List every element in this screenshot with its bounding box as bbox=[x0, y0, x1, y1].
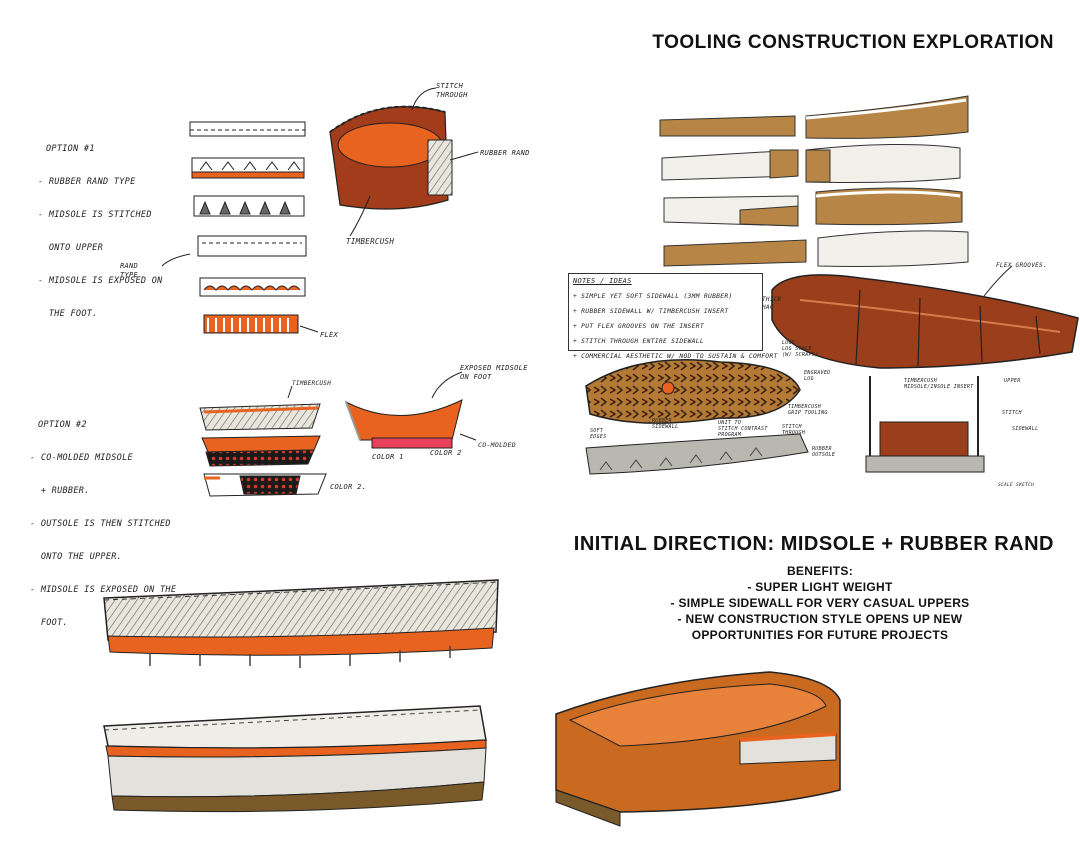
note-line: + RUBBER. bbox=[30, 486, 90, 496]
notes-box: NOTES / IDEAS + SIMPLE YET SOFT SIDEWALL… bbox=[568, 273, 777, 360]
page-title: TOOLING CONSTRUCTION EXPLORATION bbox=[652, 32, 1054, 53]
label-thick: THICK HAC bbox=[762, 296, 782, 311]
label-stitch-through: STITCH THROUGH bbox=[782, 424, 806, 436]
benefit-item: OPPORTUNITIES FOR FUTURE PROJECTS bbox=[691, 628, 949, 642]
label-sidewall: SIDEWALL bbox=[1012, 426, 1039, 432]
note-line: - MIDSOLE IS EXPOSED ON bbox=[38, 276, 163, 286]
rubber-rand-form bbox=[329, 105, 453, 210]
label-color1: COLOR 1 bbox=[372, 453, 404, 461]
option2-title: OPTION #2 bbox=[38, 420, 87, 430]
flex-groove-outsole bbox=[771, 274, 1079, 369]
rendering-3d bbox=[555, 671, 841, 827]
label-flex: FLEX bbox=[320, 331, 339, 339]
benefit-item: - SUPER LIGHT WEIGHT bbox=[747, 580, 893, 594]
label-color2-b: COLOR 2. bbox=[330, 483, 367, 491]
label-stitch: STITCH THROUGH bbox=[436, 82, 468, 99]
label-rubber-outsole: RUBBER OUTSOLE bbox=[812, 446, 836, 458]
note-line: THE FOOT. bbox=[38, 309, 98, 319]
rendering-middle bbox=[103, 705, 487, 813]
label-comolded: CO-MOLDED bbox=[478, 441, 516, 449]
label-flex-grooves: FLEX GROOVES. bbox=[996, 262, 1047, 269]
label-exposed: EXPOSED MIDSOLE ON FOOT bbox=[460, 364, 528, 381]
label-rand-type: RAND TYPE bbox=[120, 262, 139, 279]
option1-notes: OPTION #1 - RUBBER RAND TYPE - MIDSOLE I… bbox=[38, 122, 163, 331]
label-rubber-sidewall: RUBBER SIDEWALL bbox=[652, 418, 679, 430]
label-soft-edges: SOFT EDGES bbox=[590, 428, 607, 440]
benefit-item: - NEW CONSTRUCTION STYLE OPENS UP NEW bbox=[677, 612, 963, 626]
note-line: + COMMERCIAL AESTHETIC W/ NOD TO SUSTAIN… bbox=[573, 353, 778, 360]
label-color2: COLOR 2 bbox=[430, 449, 462, 457]
label-timbercush: TIMBERCUSH bbox=[346, 237, 395, 246]
note-line: - RUBBER RAND TYPE bbox=[38, 177, 136, 187]
notes-title: NOTES / IDEAS bbox=[573, 277, 632, 285]
option1-title: OPTION #1 bbox=[46, 144, 95, 154]
comolded-form bbox=[345, 399, 463, 449]
option1-sections bbox=[189, 121, 307, 334]
grip-sole bbox=[585, 359, 801, 424]
sole-profiles bbox=[659, 95, 969, 267]
section-title: INITIAL DIRECTION: MIDSOLE + RUBBER RAND bbox=[573, 533, 1054, 555]
label-unit: UNIT TO STITCH CONTRAST PROGRAM bbox=[718, 420, 768, 438]
note-line: - OUTSOLE IS THEN STITCHED bbox=[30, 519, 171, 529]
gray-outsole bbox=[585, 433, 809, 475]
benefits-heading: BENEFITS: bbox=[786, 564, 854, 578]
option2-notes: OPTION #2 - CO-MOLDED MIDSOLE + RUBBER. … bbox=[30, 398, 176, 640]
note-line: + SIMPLE YET SOFT SIDEWALL (3MM RUBBER) bbox=[573, 293, 733, 300]
benefits-list: BENEFITS: - SUPER LIGHT WEIGHT - SIMPLE … bbox=[640, 563, 1000, 643]
note-line: ONTO THE UPPER. bbox=[30, 552, 123, 562]
label-timbercush-grip: TIMBERCUSH GRIP TOOLING bbox=[788, 404, 828, 416]
note-line: ONTO UPPER bbox=[38, 243, 104, 253]
label-rubber-rand: RUBBER RAND bbox=[480, 149, 530, 157]
note-line: - MIDSOLE IS STITCHED bbox=[38, 210, 152, 220]
note-line: + STITCH THROUGH ENTIRE SIDEWALL bbox=[573, 338, 704, 345]
label-xsec: TIMBERCUSH MIDSOLE/INSOLE INSERT bbox=[904, 378, 974, 390]
cross-section bbox=[865, 376, 985, 473]
benefit-item: - SIMPLE SIDEWALL FOR VERY CASUAL UPPERS bbox=[670, 596, 970, 610]
note-line: - MIDSOLE IS EXPOSED ON THE bbox=[30, 585, 177, 595]
label-lug: LUGS LUG SCALE (W/ SCRAPS) bbox=[782, 340, 819, 358]
note-line: FOOT. bbox=[30, 618, 68, 628]
note-line: - CO-MOLDED MIDSOLE bbox=[30, 453, 133, 463]
leader-lines bbox=[161, 87, 1013, 441]
label-stitch: STITCH bbox=[1002, 410, 1022, 416]
label-timbercush-2: TIMBERCUSH bbox=[292, 380, 332, 387]
label-engraved: ENGRAVED LUG bbox=[804, 370, 831, 382]
rendering-top bbox=[103, 579, 499, 668]
option2-sections bbox=[199, 403, 327, 497]
note-line: + PUT FLEX GROOVES ON THE INSERT bbox=[573, 323, 704, 330]
sketch-caption: SCALE SKETCH bbox=[998, 483, 1035, 488]
note-line: + RUBBER SIDEWALL W/ TIMBERCUSH INSERT bbox=[573, 308, 729, 315]
label-upper: UPPER bbox=[1004, 378, 1021, 384]
